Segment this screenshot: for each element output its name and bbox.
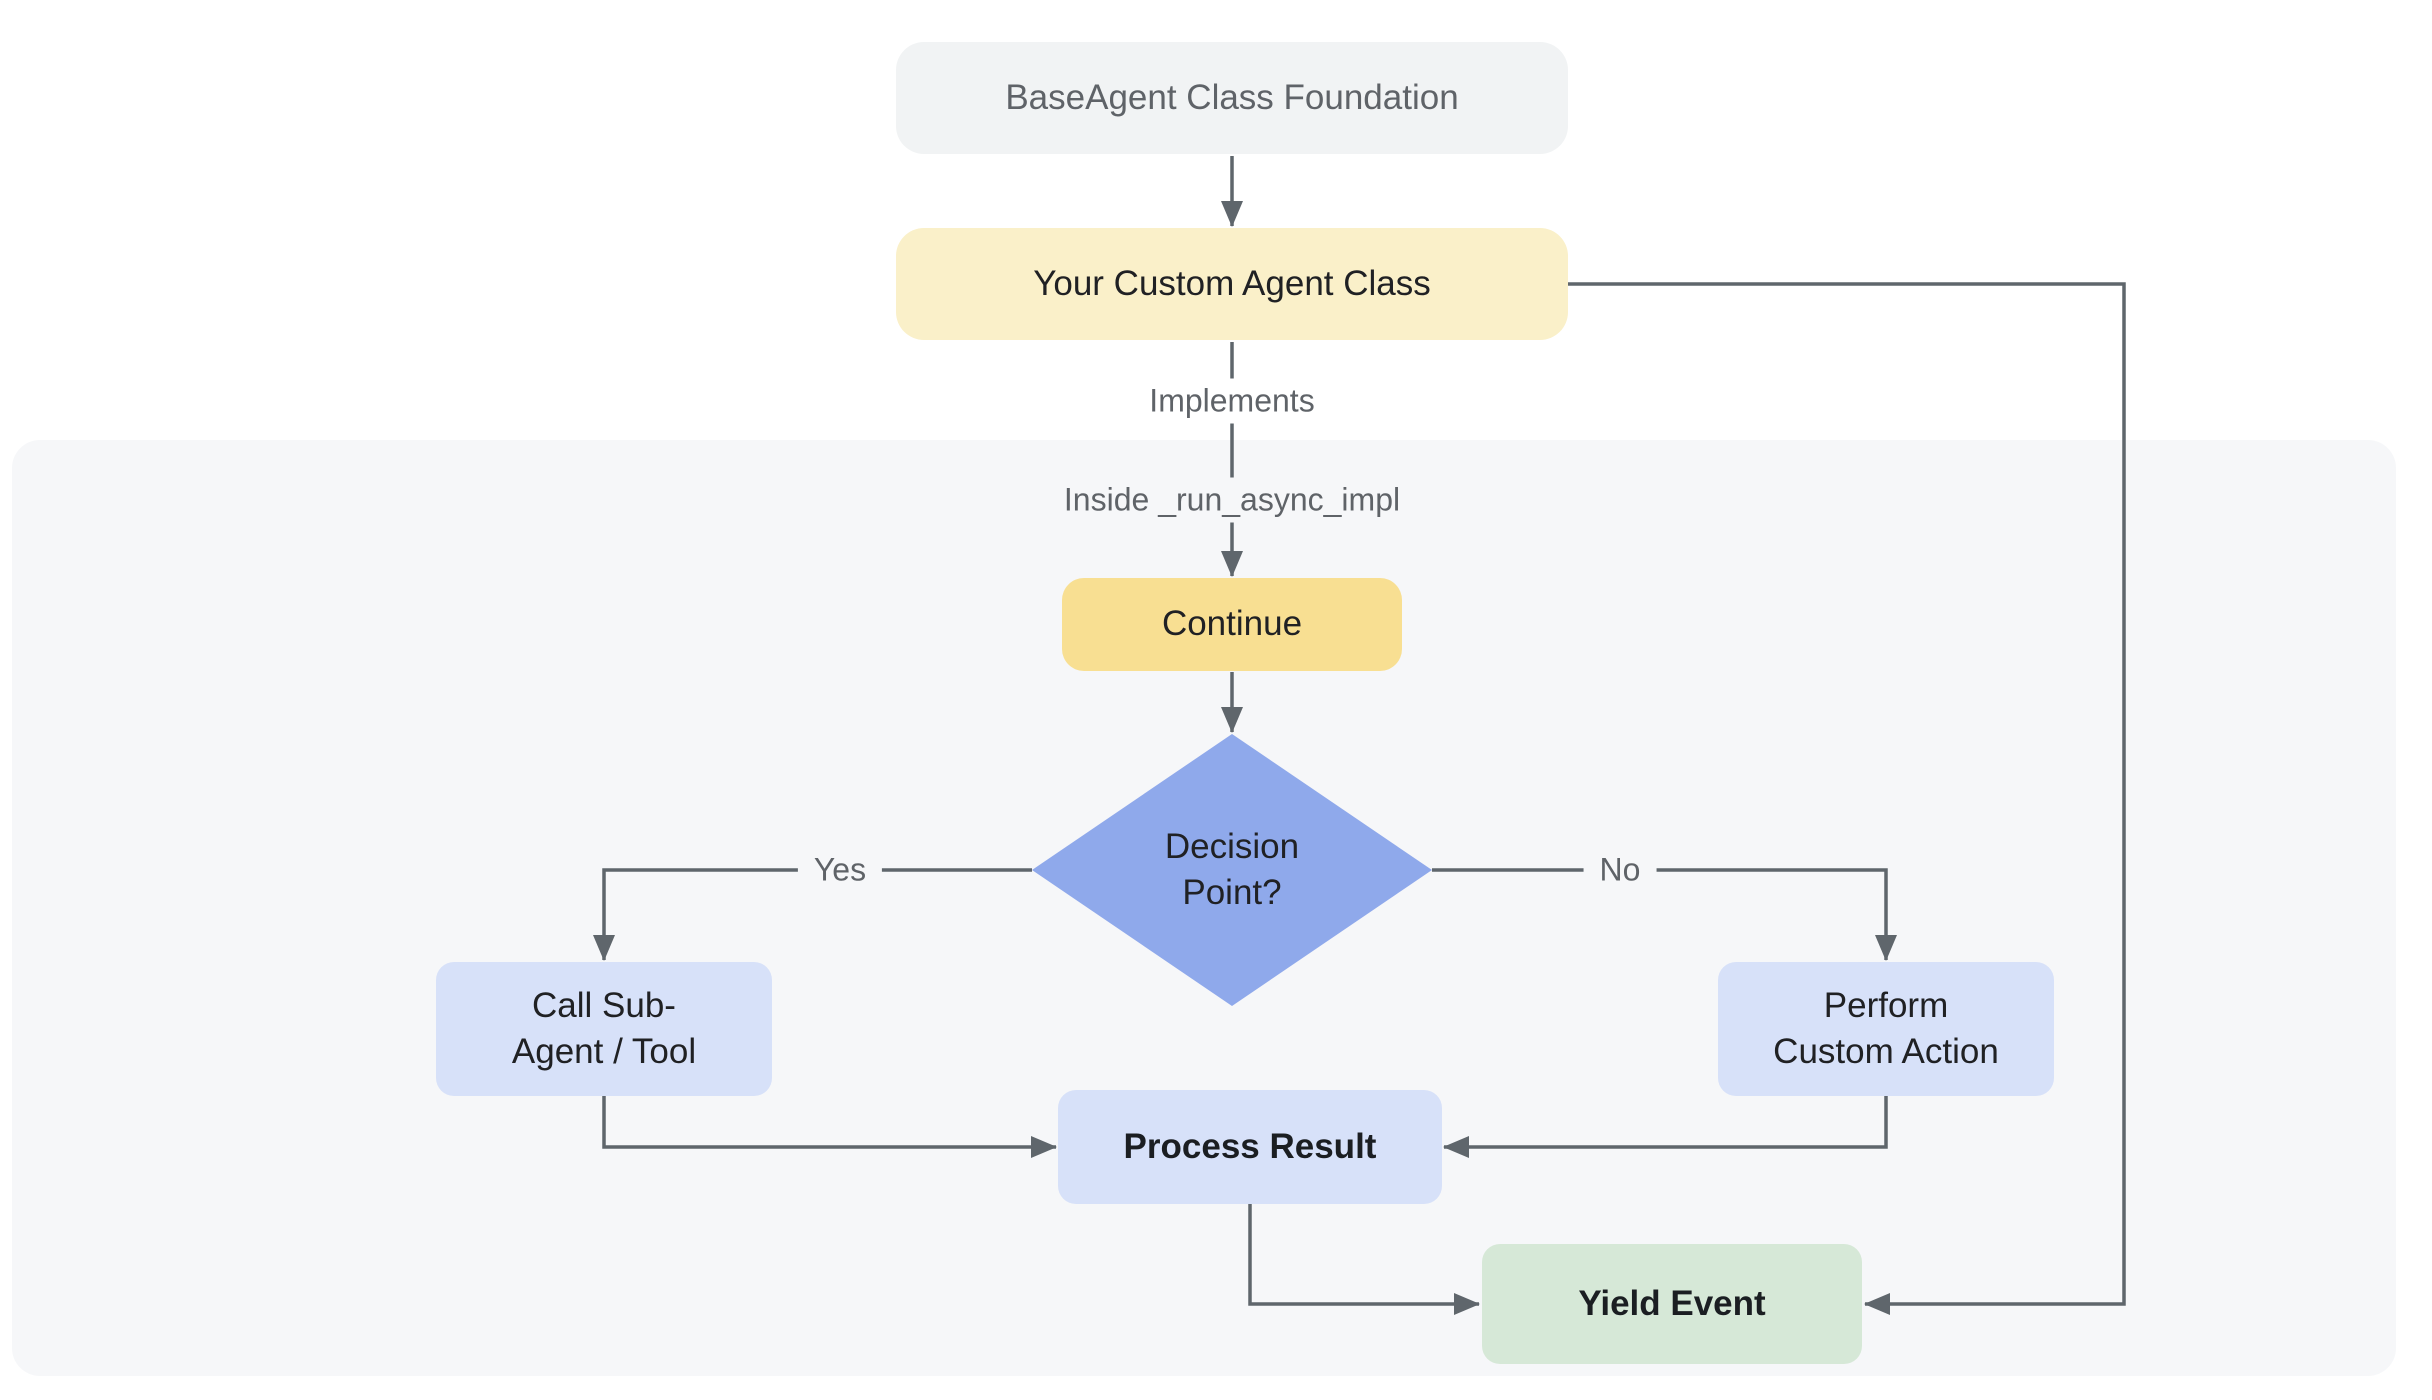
node-yield-event: Yield Event	[1482, 1244, 1862, 1364]
node-process-result: Process Result	[1058, 1090, 1442, 1204]
edge-label-yes: Yes	[797, 847, 883, 893]
edge-perform-to-process	[1443, 1096, 1888, 1158]
edge-decision-yes	[593, 868, 1032, 961]
node-baseagent-foundation: BaseAgent Class Foundation	[896, 42, 1568, 154]
edge-label-no: No	[1583, 847, 1657, 893]
edge-label-inside-run-async-impl: Inside _run_async_impl	[1047, 477, 1417, 523]
edge-label-implements: Implements	[1133, 378, 1331, 424]
edge-decision-no	[1432, 868, 1897, 961]
node-continue: Continue	[1062, 578, 1402, 671]
edge-custom-to-yield	[1568, 282, 2126, 1315]
node-call-sub-agent-tool: Call Sub- Agent / Tool	[436, 962, 772, 1096]
node-your-custom-agent-class: Your Custom Agent Class	[896, 228, 1568, 340]
node-perform-custom-action: Perform Custom Action	[1718, 962, 2054, 1096]
edge-process-to-yield	[1248, 1204, 1480, 1315]
edge-callsub-to-process	[602, 1096, 1057, 1158]
